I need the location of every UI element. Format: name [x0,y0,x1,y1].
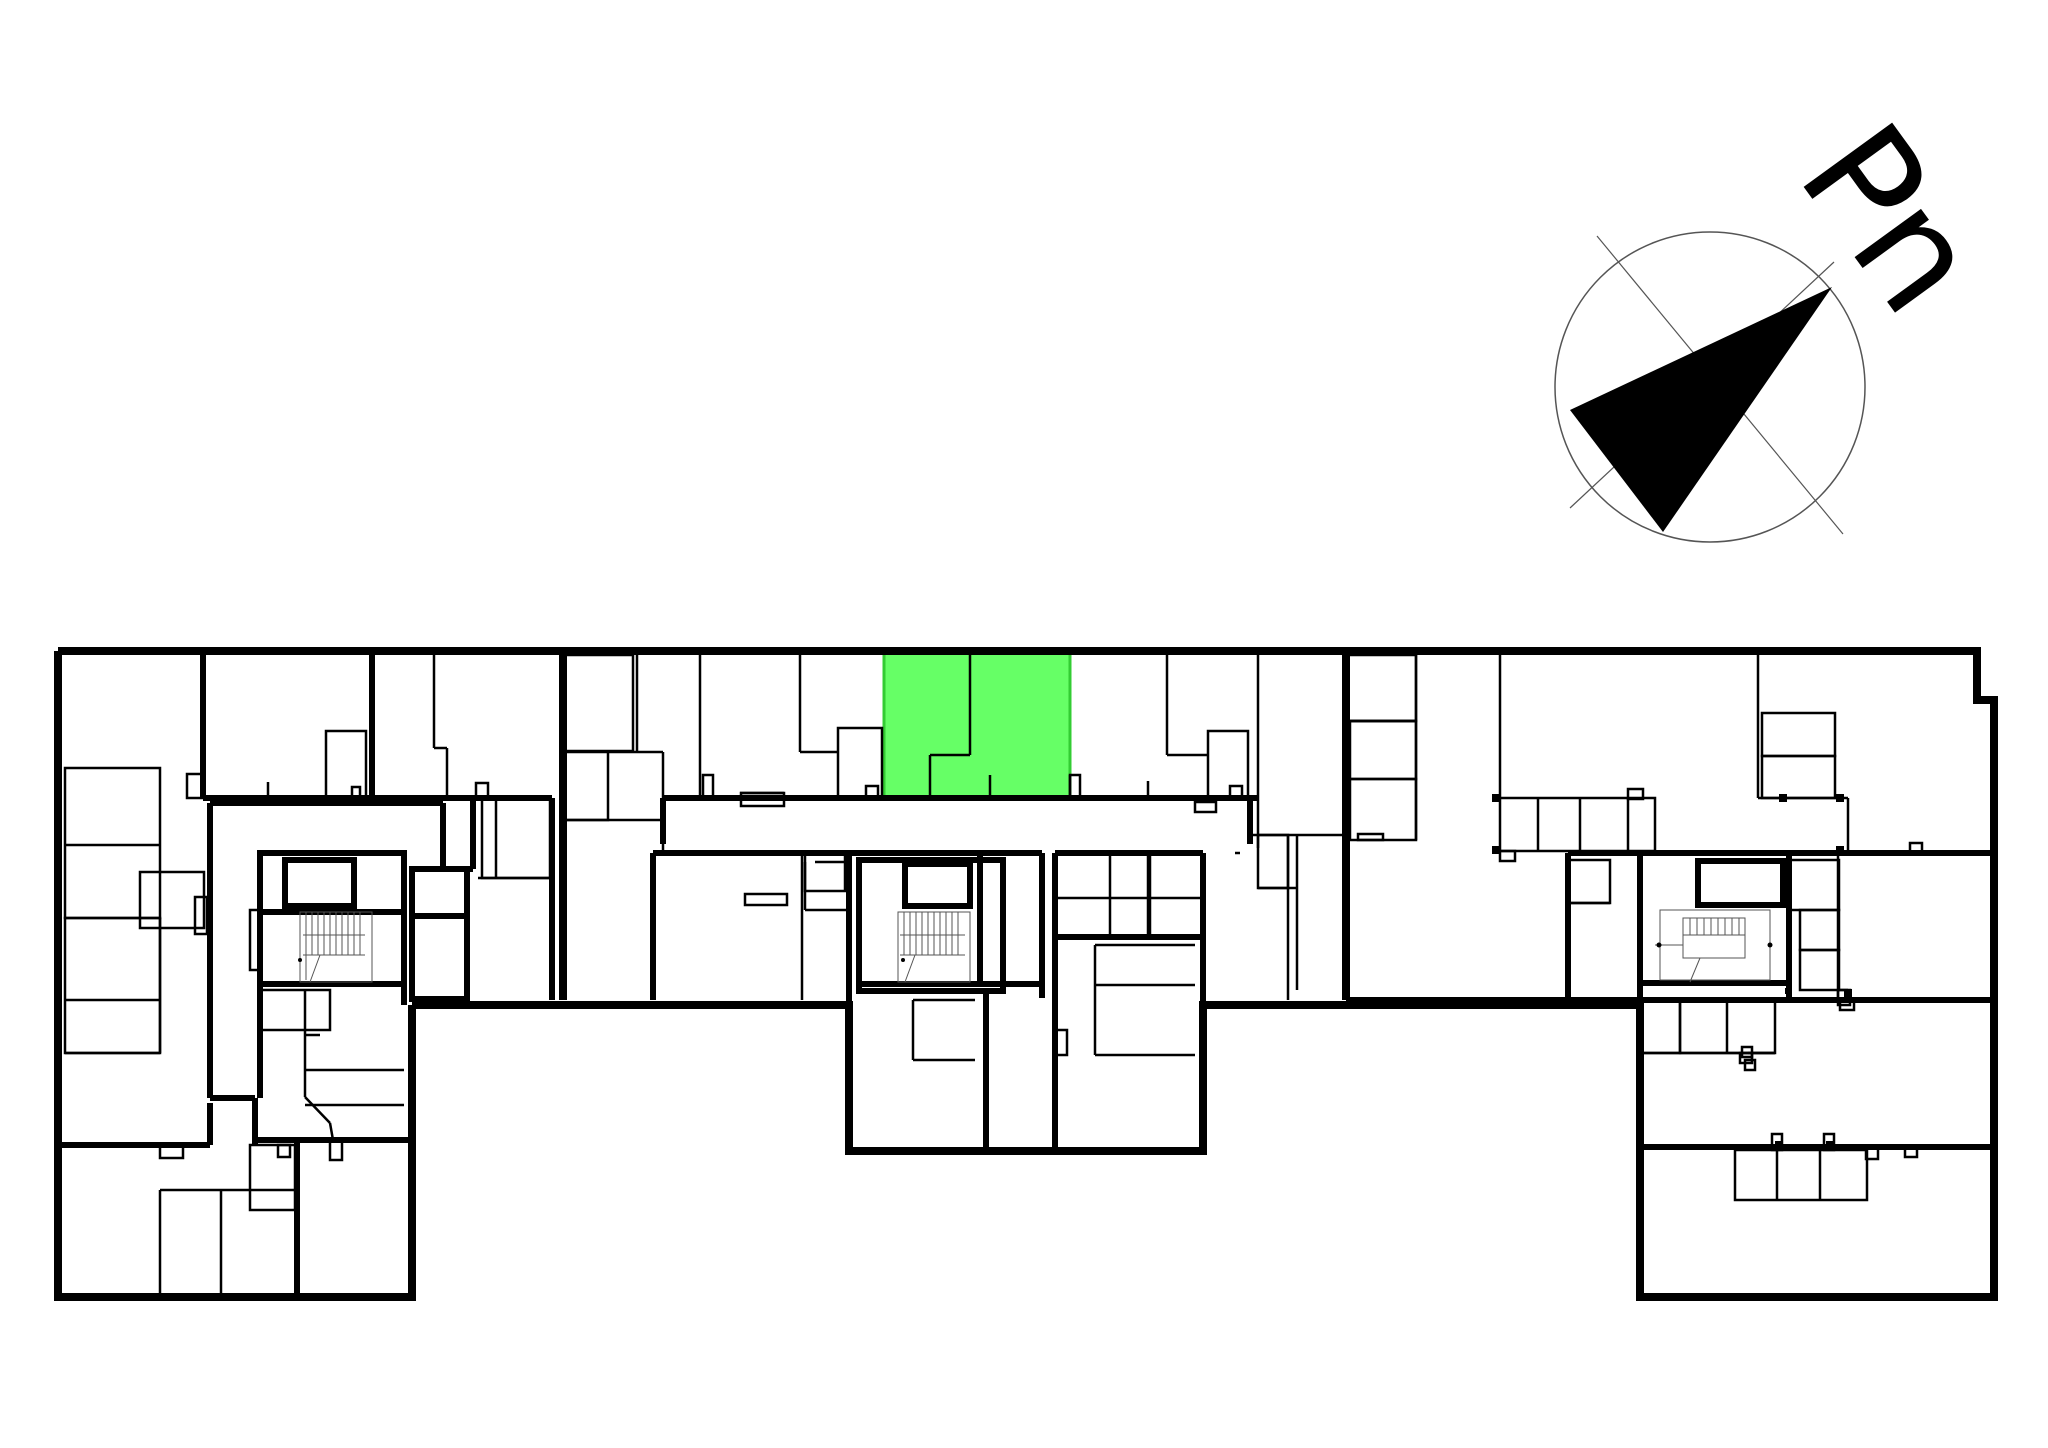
structural-columns [298,794,1852,1149]
left-wing-outline-b [54,651,416,1301]
stairwell-center [897,911,971,983]
selected-apartment[interactable] [882,649,1072,800]
stairwell-left [299,911,373,983]
compass-needle [1570,287,1832,532]
top-facade [563,647,1998,1301]
middle-bay-outline [412,1001,1640,1155]
interior-partitions [63,653,1924,1297]
stairwell-right [1655,909,1771,983]
compass-circle [1554,231,1866,543]
stairwell-steps [299,909,1771,983]
north-compass: Pn [1554,94,2014,543]
